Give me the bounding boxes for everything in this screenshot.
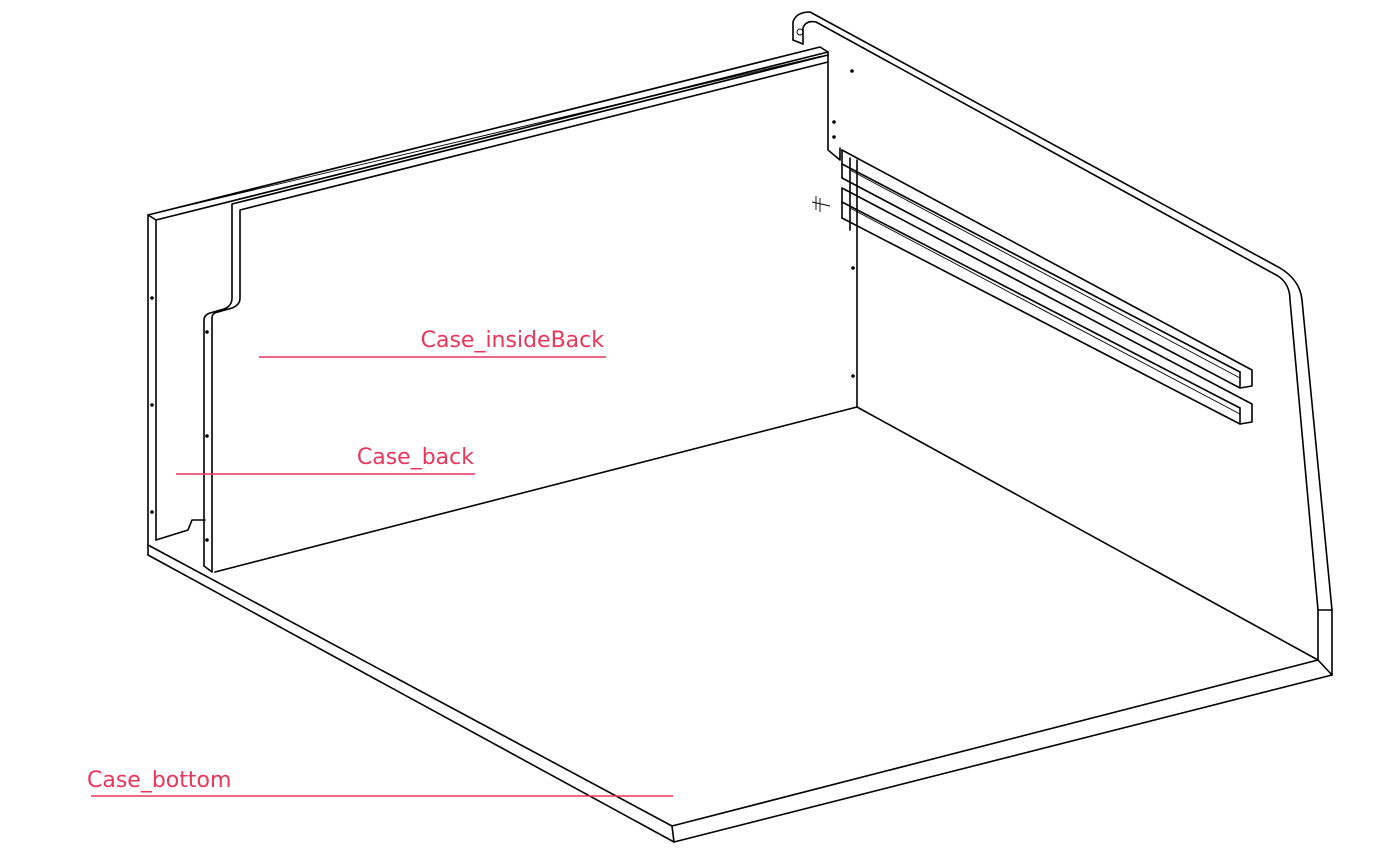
pivot-hole xyxy=(796,28,804,36)
callout-bottom: Case_bottom xyxy=(87,768,673,797)
callout-label-bottom: Case_bottom xyxy=(87,768,231,793)
hole-marker xyxy=(851,266,855,270)
hole-marker xyxy=(205,330,209,334)
callout-back: Case_back xyxy=(176,445,475,475)
callout-label-inside-back: Case_insideBack xyxy=(421,328,605,353)
hole-marker xyxy=(205,538,209,542)
hole-marker xyxy=(832,135,836,139)
hole-marker xyxy=(150,510,154,514)
drawer-rail-lower xyxy=(841,187,1253,425)
drawer-rail-upper xyxy=(841,149,1253,389)
hole-marker xyxy=(205,434,209,438)
hole-marker xyxy=(150,296,154,300)
hole-marker xyxy=(851,374,855,378)
hole-marker xyxy=(150,403,154,407)
case-side-part xyxy=(792,11,1333,676)
hole-marker xyxy=(832,120,836,124)
case-bottom-part xyxy=(147,406,1333,843)
callout-inside-back: Case_insideBack xyxy=(259,328,606,358)
case-back-part xyxy=(147,46,841,546)
hole-marker xyxy=(850,69,854,73)
callout-label-back: Case_back xyxy=(357,445,474,470)
case-insideback-part xyxy=(203,54,858,573)
dimension-marker xyxy=(811,196,831,212)
